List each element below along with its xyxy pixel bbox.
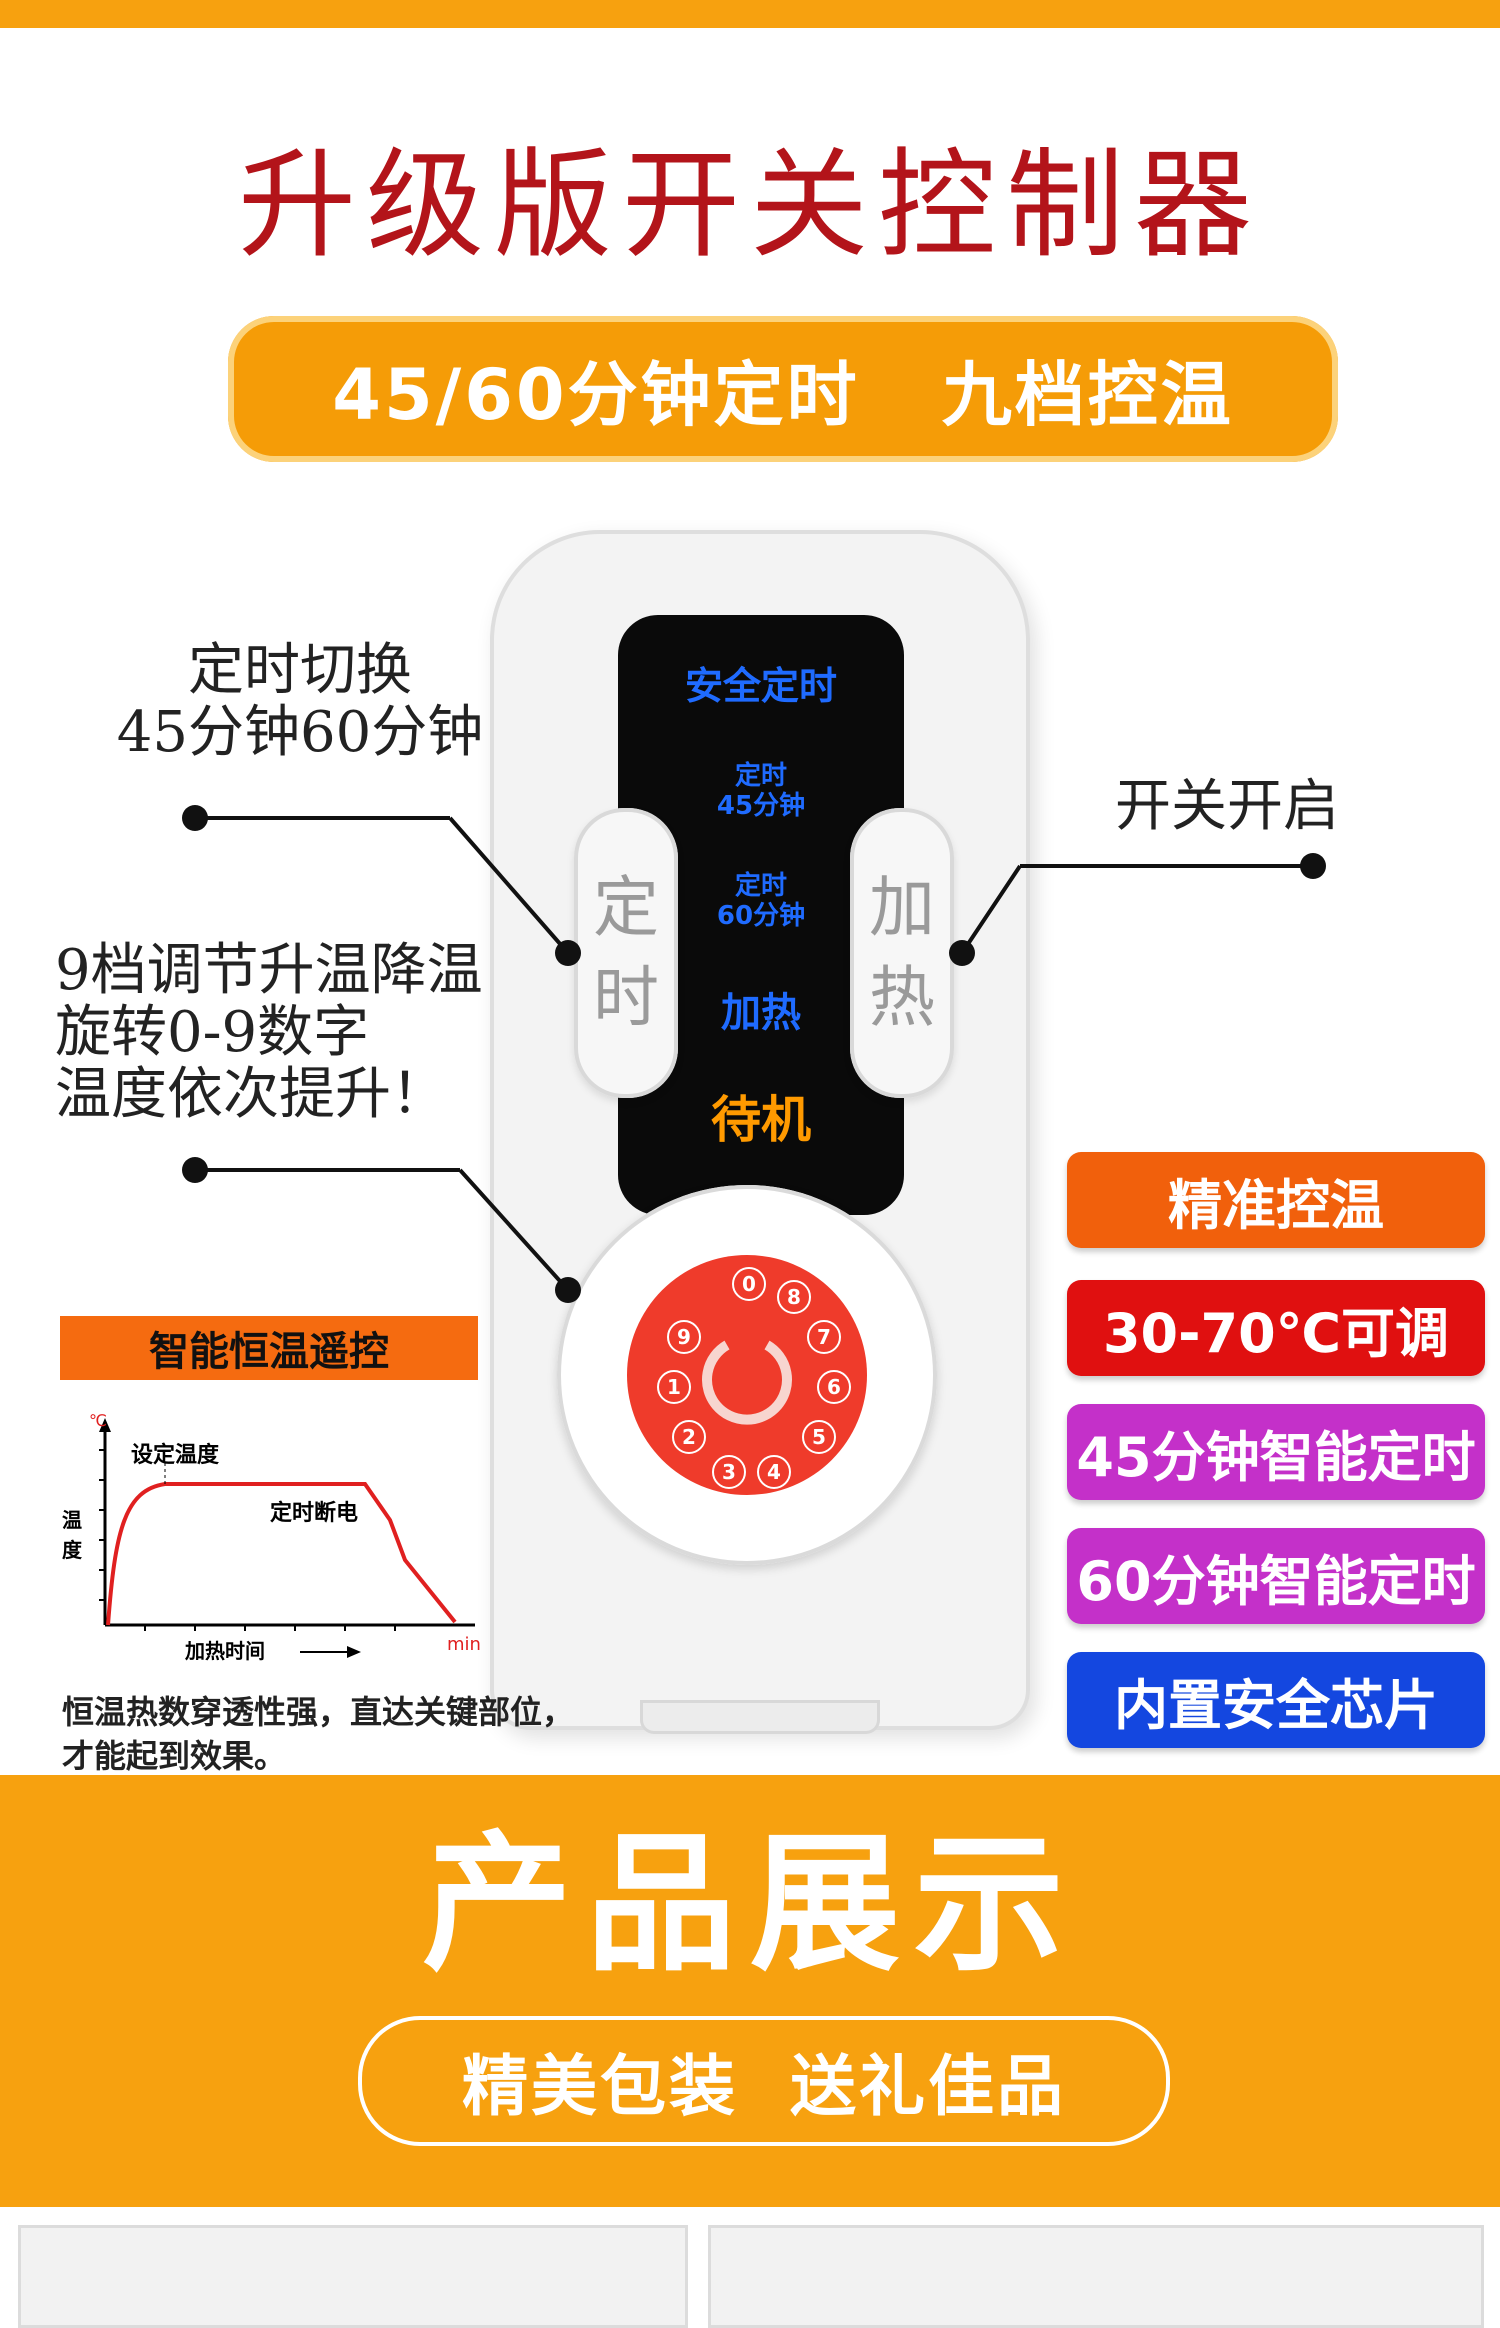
- heat-button-label-1: 加: [869, 869, 935, 946]
- chart-y-label: 温度: [62, 1508, 82, 1562]
- timer-button[interactable]: 定 时: [574, 808, 678, 1098]
- chart-x-label: 加热时间: [184, 1639, 265, 1663]
- dial-callout: 9档调节升温降温 旋转0-9数字 温度依次提升！: [55, 940, 483, 1126]
- callout-lines: [195, 816, 1312, 1292]
- remote-base: [640, 1700, 880, 1734]
- temperature-curve-chart: ℃ 设定温度 定时断电 加热时间 min: [89, 1411, 481, 1663]
- dial-number-9: 9: [667, 1320, 701, 1354]
- chart-note: 恒温热数穿透性强，直达关键部位，才能起到效果。: [62, 1693, 575, 1775]
- display-timer-60-b: 60分钟: [716, 901, 806, 931]
- timer-switch-callout: 定时切换 45分钟60分钟: [100, 640, 500, 764]
- timer-switch-line2: 45分钟60分钟: [116, 700, 484, 765]
- chart-set-temp-label: 设定温度: [131, 1442, 220, 1468]
- callout-dot: [555, 940, 581, 966]
- timer-button-label-1: 定: [593, 869, 659, 946]
- dial-number-0: 0: [732, 1267, 766, 1301]
- feature-tag: 60分钟智能定时: [1067, 1528, 1485, 1624]
- heat-button-label-2: 热: [869, 959, 935, 1036]
- display-timer-45-b: 45分钟: [716, 791, 806, 821]
- dial-number-1: 1: [657, 1370, 691, 1404]
- dial-number-3: 3: [712, 1455, 746, 1489]
- subtitle-text: 45/60分钟定时 九档控温: [332, 353, 1234, 436]
- top-accent-bar: [0, 0, 1500, 28]
- dial-callout-line2: 旋转0-9数字: [55, 1000, 370, 1065]
- feature-tag: 30-70℃可调: [1067, 1280, 1485, 1376]
- feature-tag: 精准控温: [1067, 1152, 1485, 1248]
- dial-number-2: 2: [672, 1420, 706, 1454]
- feature-tag: 内置安全芯片: [1067, 1652, 1485, 1748]
- timer-button-label-2: 时: [593, 959, 659, 1036]
- dial-number-4: 4: [757, 1455, 791, 1489]
- product-photo: [18, 2225, 688, 2328]
- feature-tag: 45分钟智能定时: [1067, 1404, 1485, 1500]
- dial-callout-line1: 9档调节升温降温: [55, 938, 483, 1003]
- display-heating: 加热: [721, 990, 801, 1036]
- display-timer-45-a: 定时: [734, 761, 787, 791]
- dial-callout-line3: 温度依次提升！: [55, 1062, 447, 1127]
- product-photo: [708, 2225, 1484, 2328]
- dial-arc-icon: [702, 1340, 792, 1425]
- dial-number-8: 8: [777, 1280, 811, 1314]
- display-safety-timer: 安全定时: [684, 664, 837, 708]
- callout-dot: [1300, 853, 1326, 879]
- dial-number-7: 7: [807, 1320, 841, 1354]
- callout-dot: [182, 805, 208, 831]
- power-on-callout: 开关开启: [1115, 774, 1339, 839]
- callout-dot: [949, 940, 975, 966]
- subtitle-banner: 45/60分钟定时 九档控温: [228, 316, 1338, 462]
- page-title: 升级版开关控制器: [237, 136, 1262, 274]
- dial-face[interactable]: 0 1 2 3 4 5 6 7 8 9: [627, 1255, 867, 1495]
- chart-title: 智能恒温遥控: [60, 1316, 478, 1380]
- callout-dot: [555, 1277, 581, 1303]
- dial-number-5: 5: [802, 1420, 836, 1454]
- showcase-tagline-pill: 精美包装 送礼佳品: [358, 2016, 1170, 2146]
- chart-cutoff-label: 定时断电: [270, 1500, 358, 1526]
- dial-number-6: 6: [817, 1370, 851, 1404]
- callout-dot: [182, 1157, 208, 1183]
- timer-switch-line1: 定时切换: [188, 638, 412, 703]
- showcase-title: 产品展示: [421, 1818, 1078, 1992]
- display-standby: 待机: [711, 1091, 811, 1149]
- chart-y-unit: ℃: [89, 1411, 107, 1430]
- heat-button[interactable]: 加 热: [850, 808, 954, 1098]
- product-showcase-band: [0, 1775, 1500, 2207]
- display-timer-60-a: 定时: [734, 871, 787, 901]
- showcase-tagline: 精美包装 送礼佳品: [462, 2048, 1066, 2125]
- chart-x-unit: min: [447, 1634, 481, 1655]
